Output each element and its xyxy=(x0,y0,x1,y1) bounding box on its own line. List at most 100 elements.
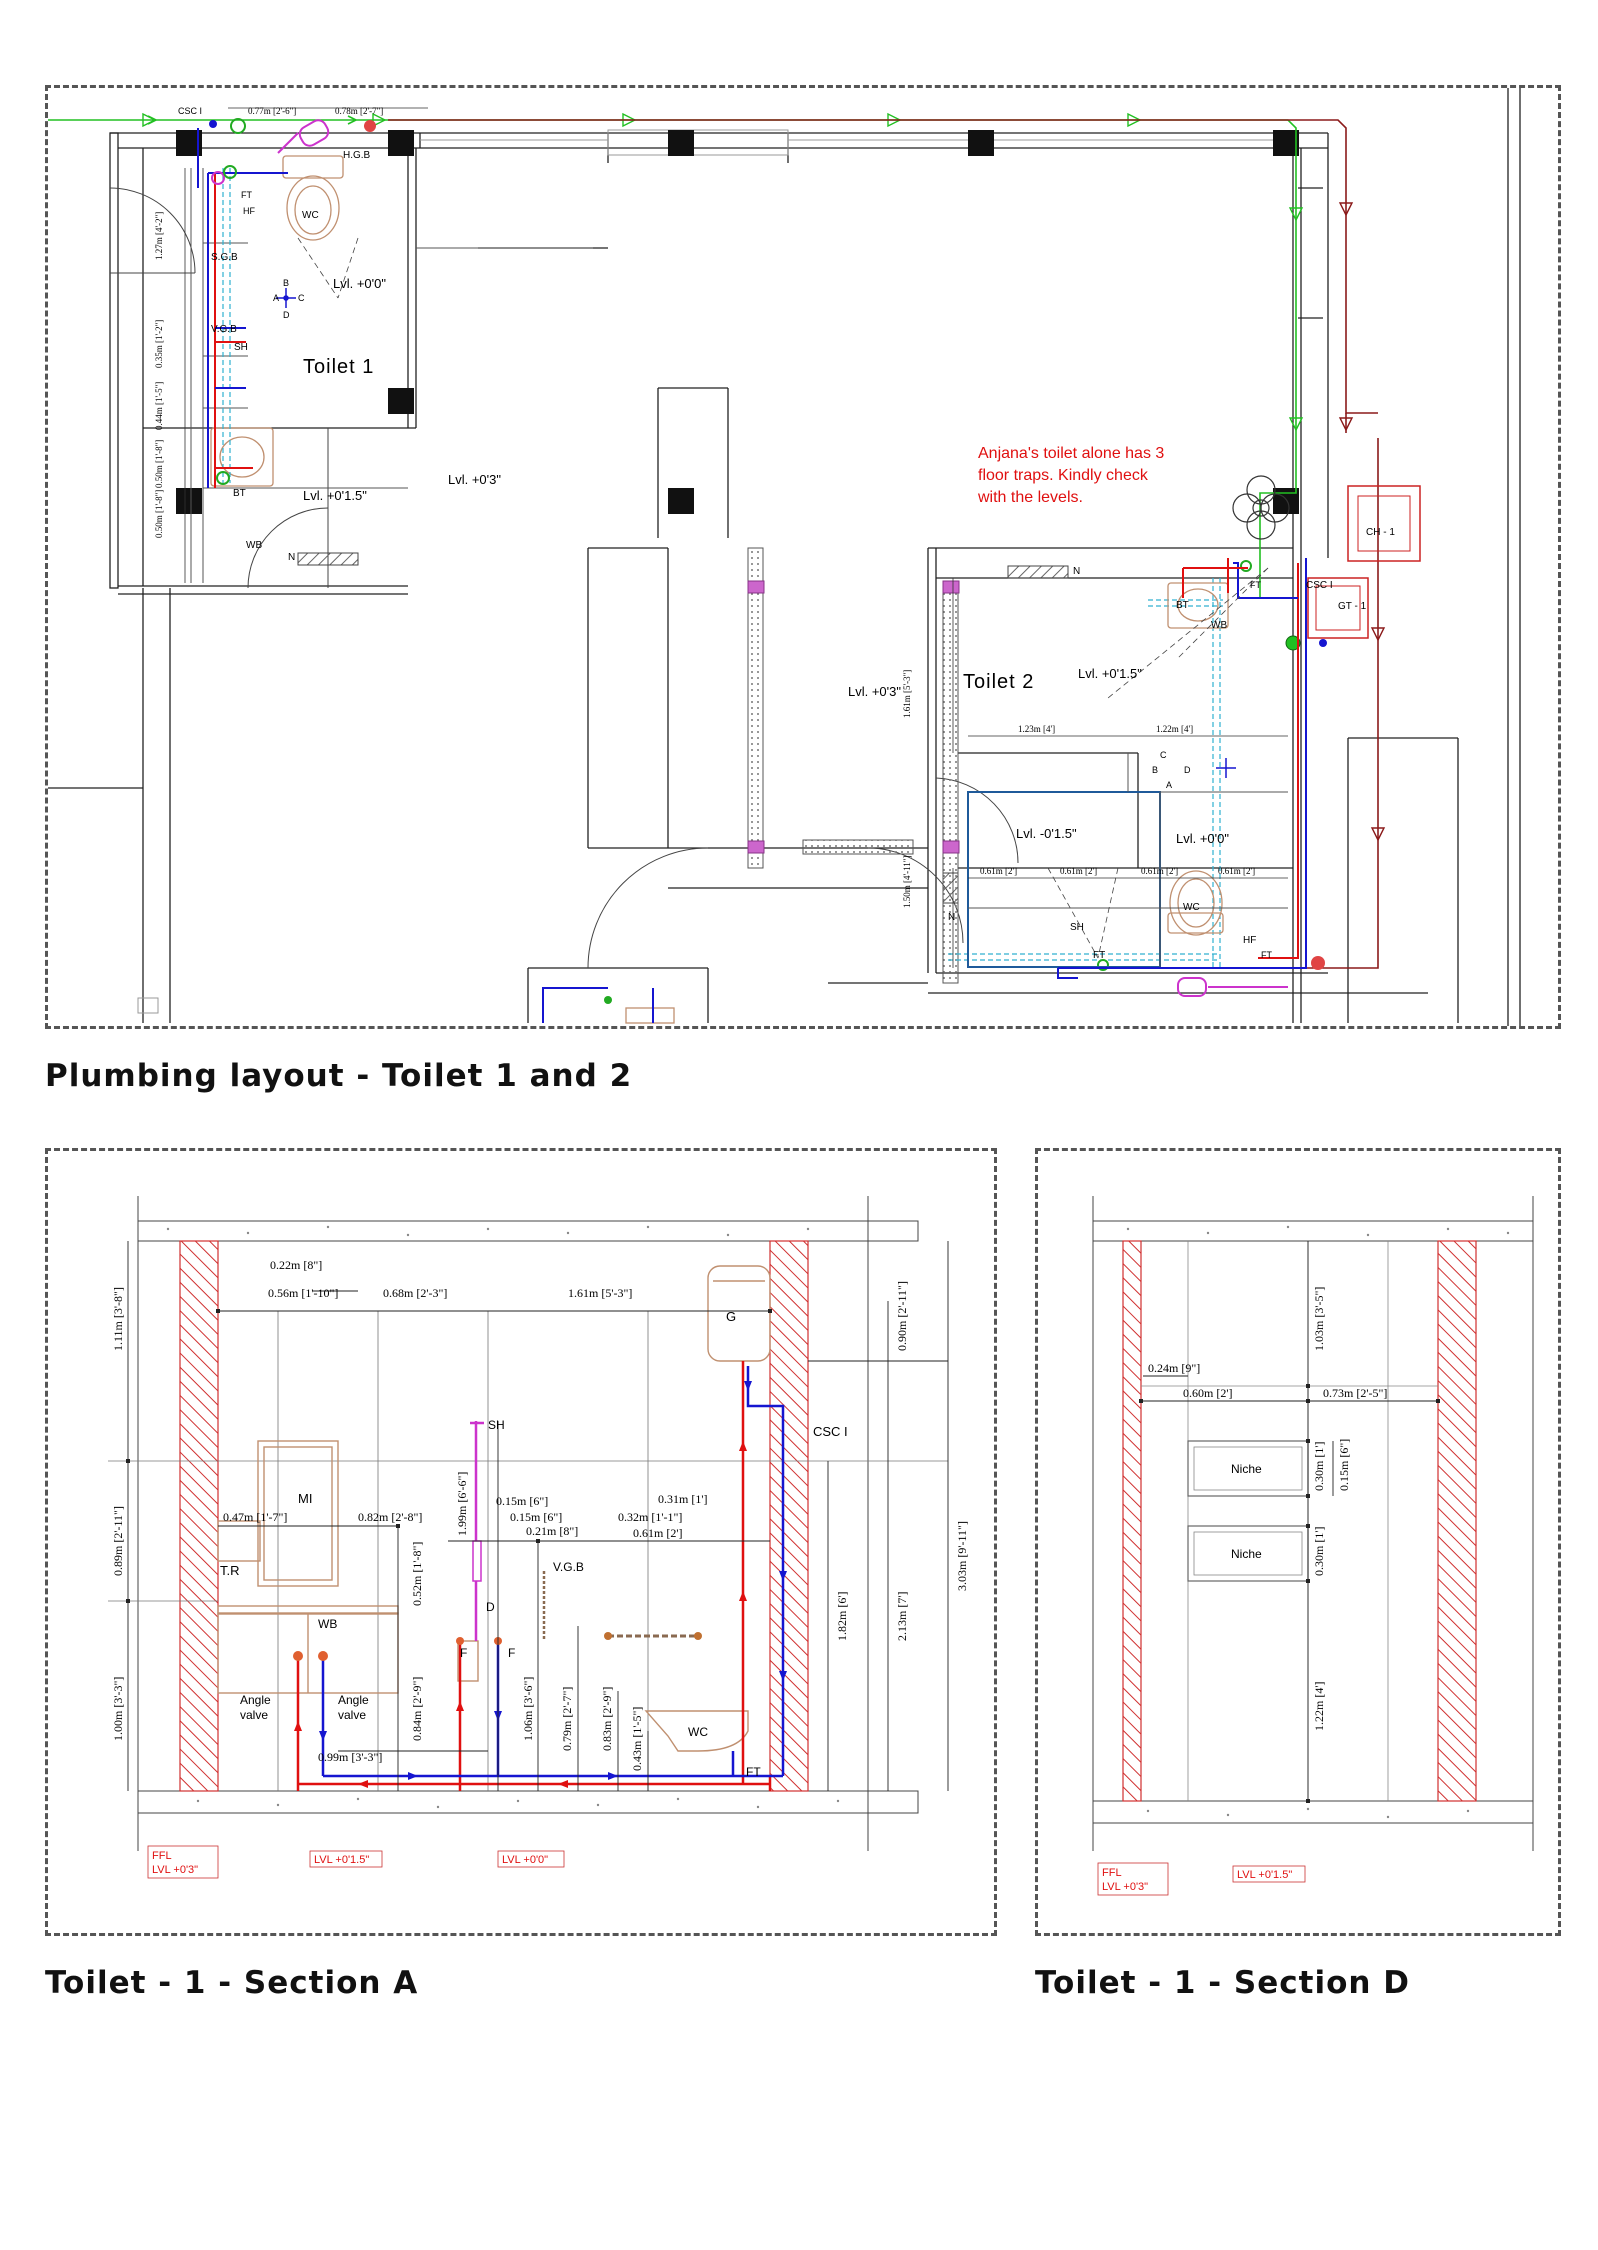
section-a-wc-label: WC xyxy=(688,1725,708,1739)
plan-pink-sleeves xyxy=(747,580,960,854)
plan-walls xyxy=(48,88,1521,1026)
section-a-dim-d23: 0.43m [1'-5"] xyxy=(630,1707,644,1771)
plan-marker-a-t1: A xyxy=(273,293,279,303)
plan-drain-arrows xyxy=(1338,202,1386,842)
section-d-level-a: LVL +0'1.5" xyxy=(1237,1869,1292,1881)
section-a-level-a: LVL +0'1.5" xyxy=(314,1854,369,1866)
plan-n-label-t2: N xyxy=(1073,566,1080,577)
plumbing-plan-panel: 0.77m [2'-6"] 0.78m [2'-7"] CSC I 1.27m … xyxy=(45,85,1561,1029)
wc-cistern-t1 xyxy=(282,155,344,179)
plan-level-t2-outside: Lvl. +0'3" xyxy=(848,684,901,699)
section-a-wall-left xyxy=(179,1240,219,1792)
section-a-shower-label: SH xyxy=(488,1418,505,1432)
plan-dim-v4: 0.50m [1'-8"] xyxy=(154,440,164,488)
plan-dim-top1: 0.77m [2'-6"] xyxy=(248,106,296,116)
plan-ft-label-t2b: FT xyxy=(1093,950,1105,961)
section-d-dim-ticks xyxy=(1139,1384,1440,1803)
plan-bt-label-t1: BT xyxy=(233,488,246,499)
section-a-shower xyxy=(470,1421,698,1641)
plan-toilet2-label: Toilet 2 xyxy=(963,671,1034,693)
section-a-dim-d26: 2.13m [7'] xyxy=(895,1592,909,1642)
section-a-caption: Toilet - 1 - Section A xyxy=(45,1965,419,2001)
section-a-dim-d13: 0.15m [6"] xyxy=(510,1510,562,1524)
plan-dim-t2-v1: 1.61m [5'-3"] xyxy=(902,670,912,718)
plan-hf-label-t2: HF xyxy=(1243,935,1256,946)
plan-dim-t2-h1: 1.23m [4'] xyxy=(1018,724,1055,734)
section-a-mirror-label: MI xyxy=(298,1491,312,1506)
section-a-angle-valve-2: Angle xyxy=(338,1693,369,1707)
plan-window-bands xyxy=(137,129,1293,1014)
section-d-dim-d6: 0.15m [6"] xyxy=(1337,1439,1351,1491)
plan-dim-t2-v2: 1.50m [4'-11"] xyxy=(902,856,912,908)
plan-level-t2-lower-right: Lvl. +0'0" xyxy=(1176,831,1229,846)
section-a-dim-d22: 0.83m [2'-9"] xyxy=(600,1687,614,1751)
plan-dim-t2-h2: 1.22m [4'] xyxy=(1156,724,1193,734)
wc-bowl xyxy=(644,1710,749,1752)
basin-t1 xyxy=(210,427,274,487)
plan-dim-t2-s3: 0.61m [2'] xyxy=(1141,866,1178,876)
section-a-dim-d2: 0.56m [1'-10"] xyxy=(268,1286,338,1300)
plan-dim-v3: 0.44m [1'-5"] xyxy=(154,382,164,430)
section-a-dim-d27: 3.03m [9'-11"] xyxy=(955,1521,969,1591)
section-a-dim-d1: 0.22m [8"] xyxy=(270,1258,322,1272)
section-d-dimension-lines xyxy=(1141,1241,1438,1801)
section-a-ffl-level: LVL +0'3" xyxy=(152,1864,198,1876)
section-d-slabs xyxy=(1092,1196,1534,1851)
toilet1-hot-cold-lines xyxy=(197,128,288,488)
plan-vent-pipes xyxy=(222,168,1223,968)
plan-dim-top2: 0.78m [2'-7"] xyxy=(335,106,383,116)
plan-level-t2-upper: Lvl. +0'1.5" xyxy=(1078,666,1142,681)
wc-bowl-t2 xyxy=(1169,870,1223,936)
section-a-dim-d18: 0.52m [1'-8"] xyxy=(410,1542,424,1606)
section-a-dim-ticks xyxy=(126,1309,772,1603)
section-a-dim-d24: 0.99m [3'-3"] xyxy=(318,1750,382,1764)
plan-ft-label-t2c: FT xyxy=(1261,950,1272,960)
section-a-panel: G SH MI T.R WB Angle valve Angle valve D… xyxy=(45,1148,997,1936)
section-d-dim-d3: 0.73m [2'-5"] xyxy=(1323,1386,1387,1400)
basin-lower xyxy=(625,1007,675,1024)
section-a-slabs xyxy=(137,1196,919,1851)
wc-cistern-t2 xyxy=(1167,912,1224,934)
plan-ft-label-t2a: FT xyxy=(1250,580,1261,590)
toilet1-valves xyxy=(211,119,330,185)
plan-dim-v1: 1.27m [4'-2"] xyxy=(154,212,164,260)
plan-level-t1-shower: Lvl. +0'1.5" xyxy=(303,488,367,503)
section-a-dim-d5: 0.90m [2'-11"] xyxy=(895,1281,909,1351)
toilet2-wet-zone xyxy=(967,791,1161,968)
section-a-faucet-label-1: F xyxy=(460,1646,467,1660)
section-a-diverter-label: D xyxy=(486,1600,495,1614)
section-a-level-b: LVL +0'0" xyxy=(502,1854,548,1866)
section-a-towel-rail-label: T.R xyxy=(220,1563,240,1578)
plan-marker-b-t2: B xyxy=(1152,765,1158,775)
section-a-dim-d15: 0.32m [1'-1"] xyxy=(618,1510,682,1524)
section-d-concrete-speckle xyxy=(1126,1225,1510,1819)
section-d-ffl-level: LVL +0'3" xyxy=(1102,1881,1148,1893)
section-a-angle-valve-1: Angle xyxy=(240,1693,271,1707)
plan-marker-d-t2: D xyxy=(1184,765,1191,775)
section-a-dim-d7: 0.89m [2'-11"] xyxy=(111,1506,125,1576)
section-a-dim-d21: 0.79m [2'-7"] xyxy=(560,1687,574,1751)
plan-sh-label-t1: SH xyxy=(234,342,248,353)
section-a-faucet-label-2: F xyxy=(508,1646,515,1660)
mirror xyxy=(257,1440,339,1587)
section-a-dimension-lines xyxy=(127,1241,949,1791)
section-a-vgb-label: V.G.B xyxy=(553,1560,584,1574)
section-a-wall-right xyxy=(769,1240,809,1792)
section-a-dim-d14: 0.21m [8"] xyxy=(526,1524,578,1538)
basin-t2 xyxy=(1167,582,1229,629)
ch1-chamber xyxy=(1347,485,1421,562)
plan-wb-label-t1: WB xyxy=(246,540,262,551)
section-d-dim-d2: 0.60m [2'] xyxy=(1183,1386,1233,1400)
plant-symbol xyxy=(1232,475,1290,540)
plan-bt-label-t2: BT xyxy=(1176,600,1189,611)
plan-wc-label-t2: WC xyxy=(1183,902,1200,913)
section-a-ffl-label: FFL xyxy=(152,1850,172,1862)
section-d-wall-right xyxy=(1437,1240,1477,1802)
section-a-dim-d8: 1.00m [3'-3"] xyxy=(111,1677,125,1741)
section-a-dim-d9: 0.47m [1'-7"] xyxy=(223,1510,287,1524)
section-a-dim-d3: 0.68m [2'-3"] xyxy=(383,1286,447,1300)
plan-level-corridor: Lvl. +0'3" xyxy=(448,472,501,487)
section-marker-t1 xyxy=(276,288,296,308)
section-d-guide-lines xyxy=(1141,1241,1438,1801)
section-d-wall-left xyxy=(1122,1240,1142,1802)
